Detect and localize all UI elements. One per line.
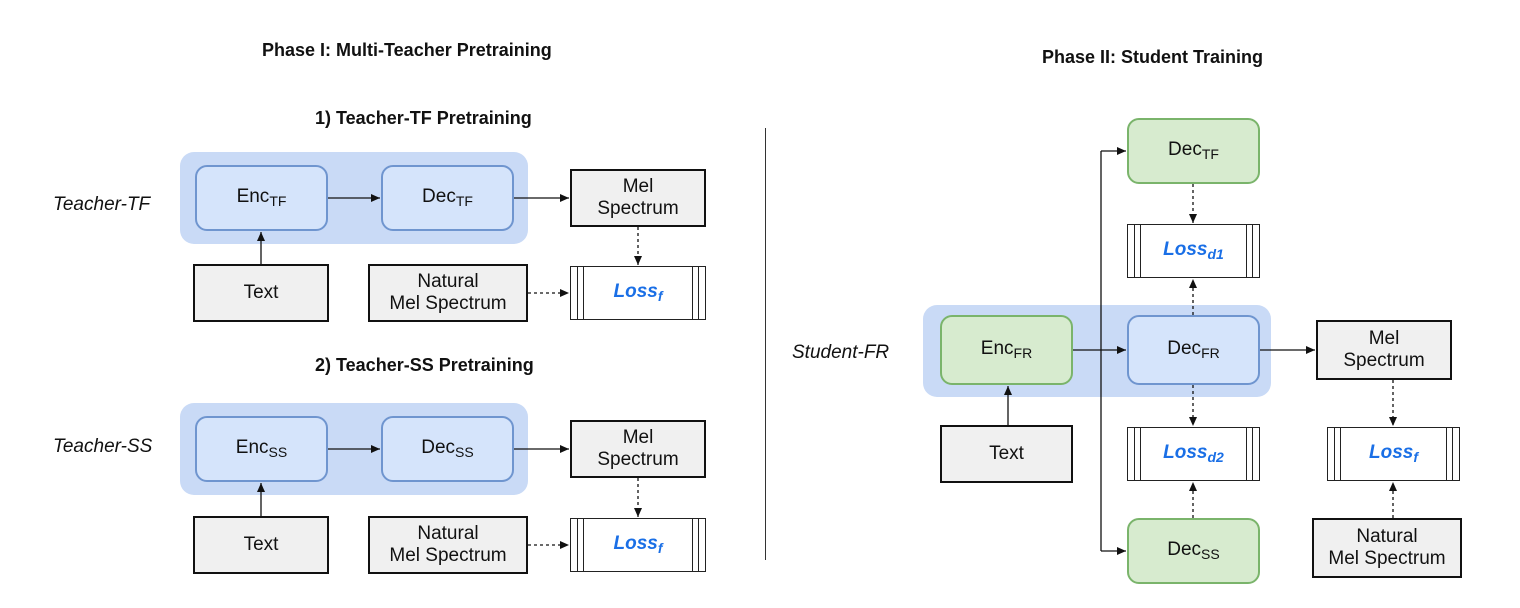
student-encoder: EncFR <box>940 315 1073 385</box>
teacher-tf-loss-f: Lossf <box>570 266 706 320</box>
loss-d2: Lossd2 <box>1127 427 1260 481</box>
student-dec-ss-label: DecSS <box>1167 539 1220 563</box>
teacher-tf-encoder: EncTF <box>195 165 328 231</box>
teacher-ss-encoder: EncSS <box>195 416 328 482</box>
student-fr-label: Student-FR <box>792 342 890 363</box>
teacher-ss-decoder-label: DecSS <box>421 437 474 461</box>
student-dec-tf-label: DecTF <box>1168 139 1219 163</box>
loss-d1: Lossd1 <box>1127 224 1260 278</box>
phase2-title: Phase II: Student Training <box>1042 47 1264 67</box>
teacher-tf-label: Teacher-TF <box>53 194 151 215</box>
student-teacher-tf-decoder: DecTF <box>1127 118 1260 184</box>
teacher-ss-loss-f: Lossf <box>570 518 706 572</box>
student-dec-fr-label: DecFR <box>1167 338 1220 362</box>
teacher-ss-subtitle: 2) Teacher-SS Pretraining <box>315 355 534 375</box>
teacher-ss-decoder: DecSS <box>381 416 514 482</box>
student-enc-fr-label: EncFR <box>980 338 1033 362</box>
teacher-ss-label: Teacher-SS <box>53 436 153 457</box>
teacher-tf-subtitle: 1) Teacher-TF Pretraining <box>315 108 532 128</box>
student-teacher-ss-decoder: DecSS <box>1127 518 1260 584</box>
teacher-ss-encoder-label: EncSS <box>235 437 288 461</box>
teacher-ss-text-input: Text <box>193 516 329 574</box>
teacher-tf-decoder: DecTF <box>381 165 514 231</box>
phase1-title: Phase I: Multi-Teacher Pretraining <box>262 40 552 60</box>
teacher-tf-decoder-label: DecTF <box>422 186 473 210</box>
student-loss-f: Lossf <box>1327 427 1460 481</box>
phase-divider <box>765 128 766 560</box>
teacher-tf-text-input: Text <box>193 264 329 322</box>
student-decoder: DecFR <box>1127 315 1260 385</box>
student-text-input: Text <box>940 425 1073 483</box>
teacher-tf-encoder-label: EncTF <box>236 186 287 210</box>
